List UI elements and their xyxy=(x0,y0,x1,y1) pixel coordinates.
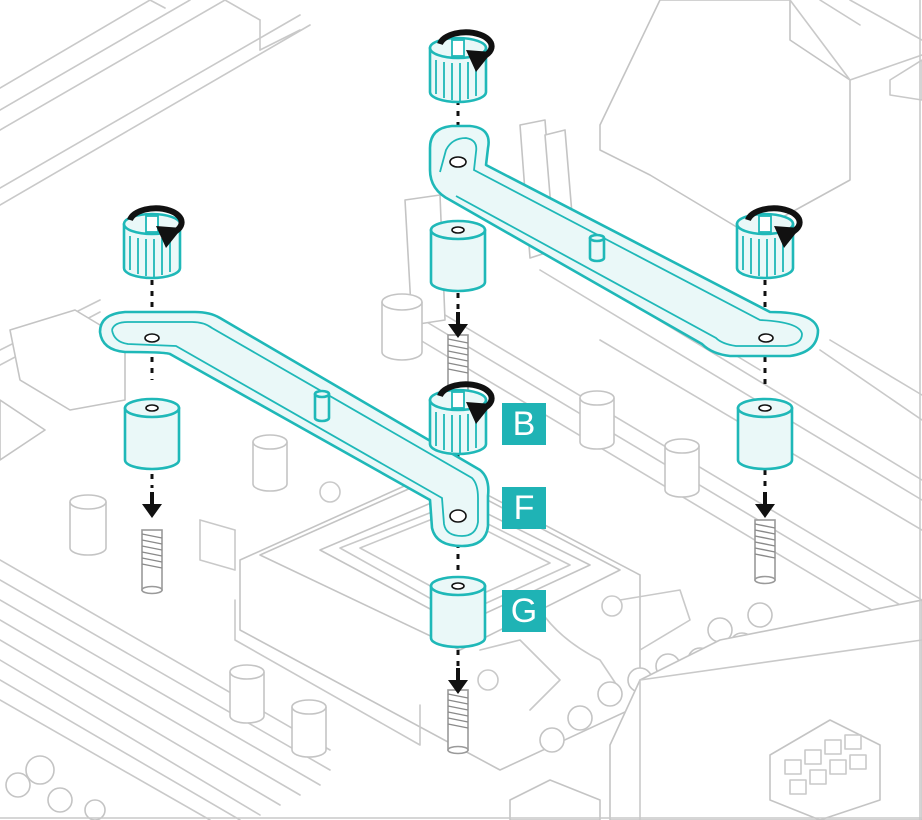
part-label-g: G xyxy=(502,590,546,632)
top-right-heatsink xyxy=(599,0,922,236)
thumb-nut-top xyxy=(428,36,488,104)
spacer-left xyxy=(123,397,181,471)
vrm-heatsink xyxy=(609,599,922,820)
stud-left xyxy=(141,529,163,595)
down-arrow-icon xyxy=(753,490,777,520)
down-arrow-icon xyxy=(446,310,470,340)
part-label-b: B xyxy=(502,403,546,445)
part-label-f: F xyxy=(502,487,546,529)
left-slot-lines xyxy=(0,299,331,820)
spacer-top xyxy=(429,219,487,293)
spacer-bottom xyxy=(429,575,487,649)
thumb-nut-left xyxy=(122,212,182,280)
mounting-bar-rear xyxy=(428,124,820,358)
mounting-bar-front xyxy=(98,310,490,548)
stud-bottom xyxy=(447,689,469,755)
expansion-slot-lines xyxy=(0,0,311,206)
spacer-right xyxy=(736,397,794,471)
thumb-nut-center xyxy=(428,388,488,456)
stud-right xyxy=(754,519,776,585)
down-arrow-icon xyxy=(140,490,164,520)
